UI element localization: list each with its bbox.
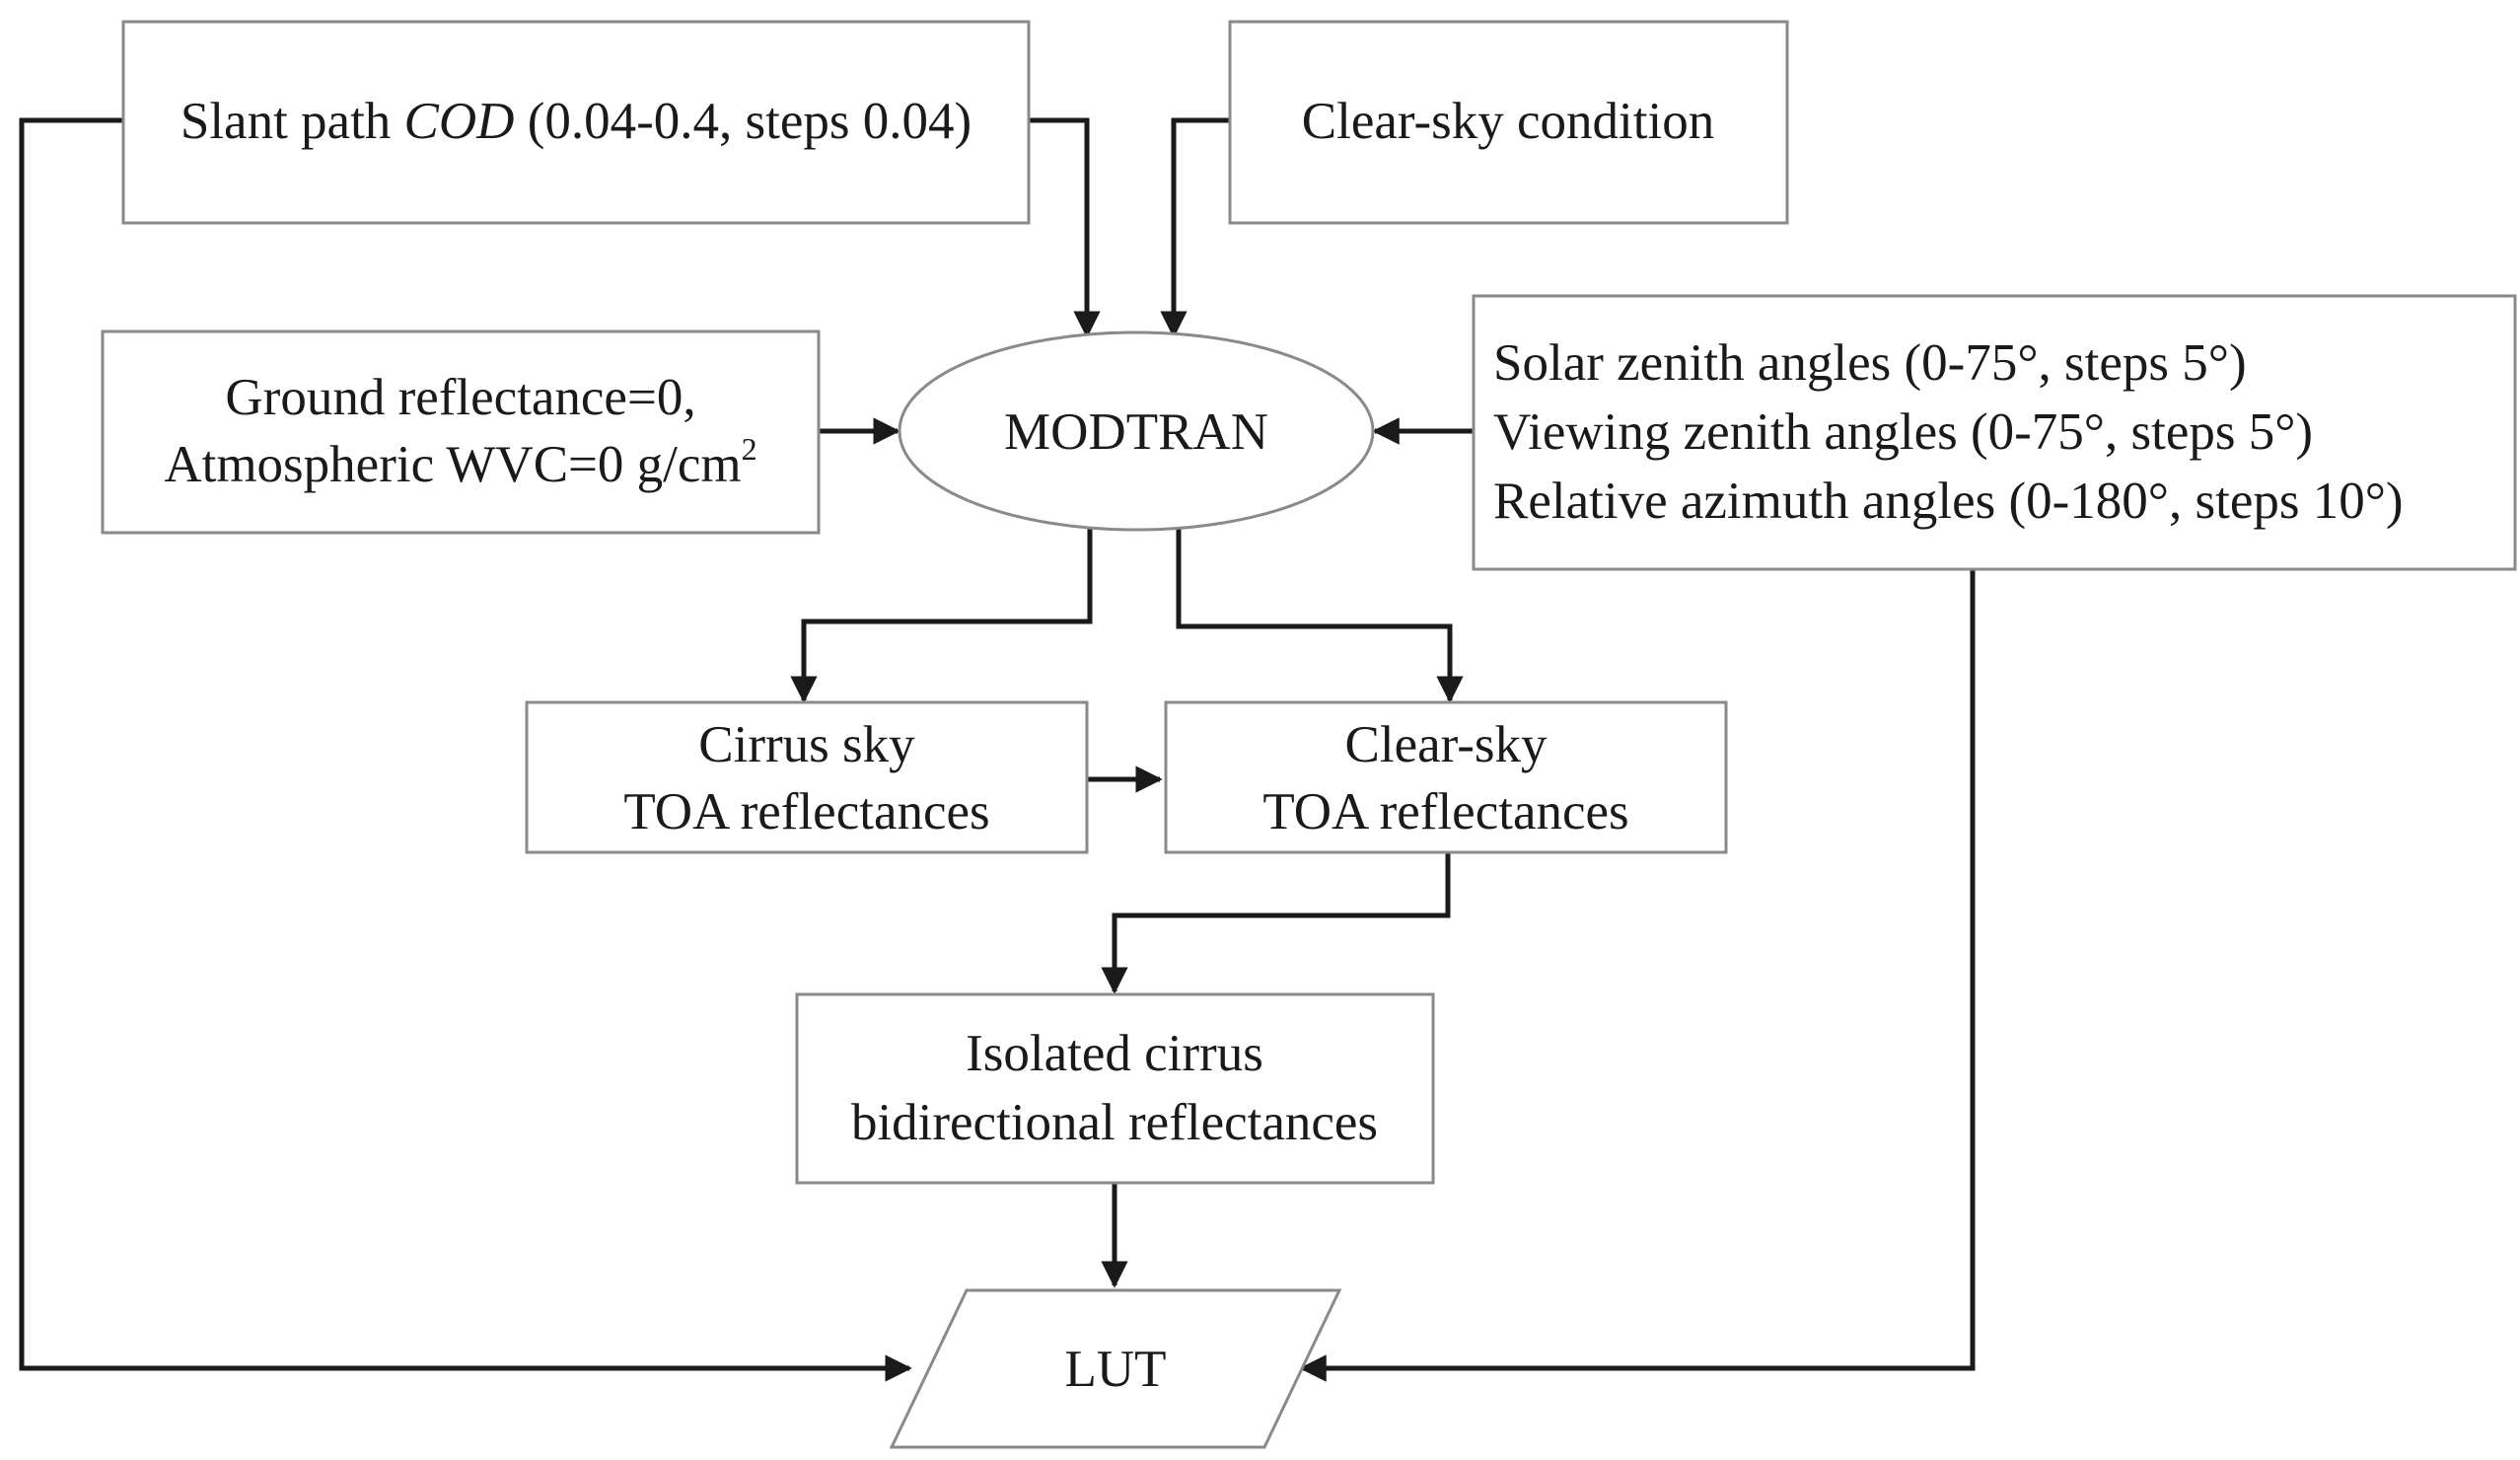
node-cirrus-sky-toa: Cirrus sky TOA reflectances [525, 700, 1089, 854]
angles-line1: Solar zenith angles (0-75°, steps 5°) [1493, 334, 2247, 392]
edge-modtran-to-cirrus-toa [790, 528, 1093, 703]
clear-toa-line2: TOA reflectances [1262, 783, 1628, 840]
angles-line3: Relative azimuth angles (0-180°, steps 1… [1493, 473, 2404, 530]
isolated-line2: bidirectional reflectances [851, 1094, 1378, 1151]
cirrus-toa-line1: Cirrus sky [698, 716, 915, 773]
edge-angles-to-lut [1299, 569, 1976, 1382]
node-angles: Solar zenith angles (0-75°, steps 5°) Vi… [1472, 294, 2517, 571]
isolated-line1: Isolated cirrus [966, 1025, 1263, 1082]
clear-sky-condition-label: Clear-sky condition [1302, 93, 1714, 150]
node-clear-sky-toa: Clear-sky TOA reflectances [1164, 700, 1728, 854]
ground-line1: Ground reflectance=0, [225, 369, 695, 426]
clear-toa-line1: Clear-sky [1345, 716, 1548, 773]
ground-line2: Atmospheric WVC=0 g/cm2 [164, 431, 756, 493]
cirrus-toa-line2: TOA reflectances [623, 783, 989, 840]
node-isolated-cirrus: Isolated cirrus bidirectional reflectanc… [795, 992, 1435, 1185]
edge-modtran-to-clear-toa [1176, 528, 1464, 703]
angles-line2: Viewing zenith angles (0-75°, steps 5°) [1493, 403, 2313, 461]
cod-label: Slant path COD (0.04-0.4, steps 0.04) [180, 93, 972, 150]
node-modtran: MODTRAN [898, 330, 1375, 532]
edge-cod-to-lut [19, 117, 912, 1382]
node-clear-sky-condition: Clear-sky condition [1228, 20, 1789, 225]
modtran-label: MODTRAN [1004, 403, 1268, 461]
node-slant-path-cod: Slant path COD (0.04-0.4, steps 0.04) [121, 20, 1031, 225]
node-lut: LUT [889, 1288, 1342, 1449]
edge-cod-to-modtran [1029, 117, 1101, 338]
edge-clear-toa-to-isolated [1101, 852, 1451, 994]
edge-clearsky-to-modtran [1160, 117, 1230, 338]
node-ground-reflectance: Ground reflectance=0, Atmospheric WVC=0 … [101, 329, 821, 535]
lut-label: LUT [1064, 1341, 1166, 1398]
